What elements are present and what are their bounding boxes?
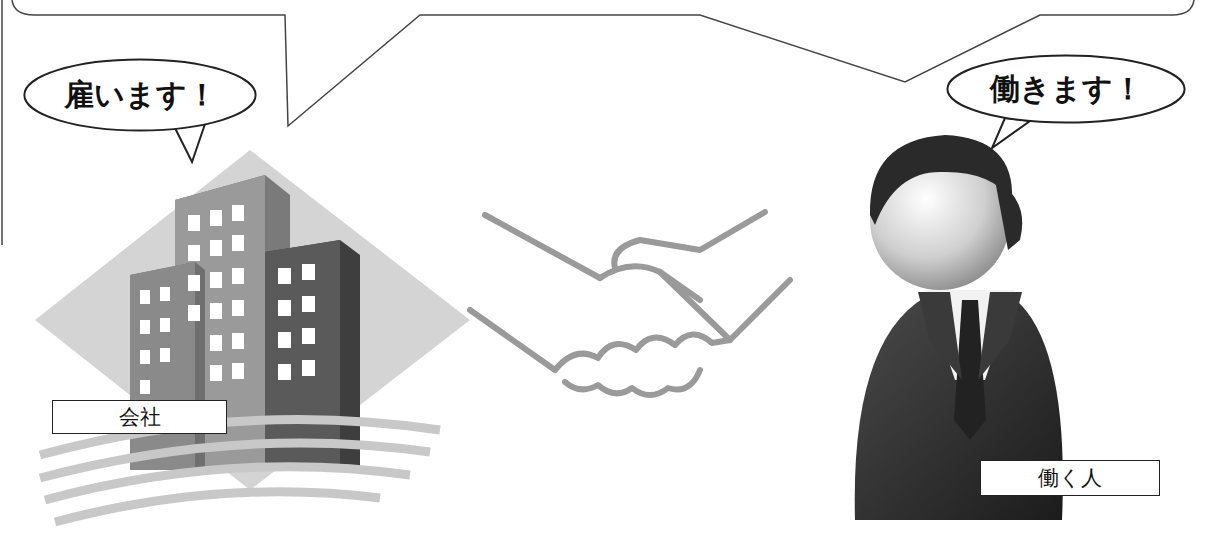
wave-lines [40, 419, 440, 522]
box-label: 働く人 [1038, 464, 1102, 492]
bubble-tail [992, 118, 1030, 148]
speech-bubble: 働きます！ [945, 54, 1187, 124]
label-box: 働く人 [980, 460, 1160, 496]
bubble-tail [175, 124, 205, 162]
diamond-ground [35, 150, 470, 490]
label-box: 会社 [52, 400, 227, 434]
speech-text: 働きます！ [990, 69, 1143, 110]
handshake-icon [470, 212, 790, 395]
box-label: 会社 [119, 403, 161, 431]
speech-bubble: 雇います！ [22, 58, 258, 132]
frame-line [1, 0, 3, 245]
speech-text: 雇います！ [64, 75, 217, 116]
